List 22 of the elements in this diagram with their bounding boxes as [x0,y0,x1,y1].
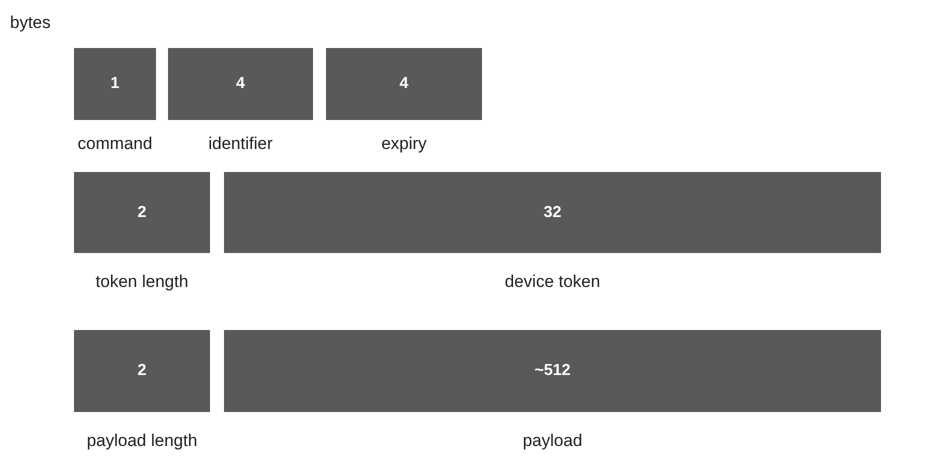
field-label: identifier [208,133,273,155]
unit-label: bytes [10,12,51,34]
byte-count: 4 [400,74,408,94]
byte-count: ~512 [534,361,571,381]
byte-count: 2 [138,202,146,222]
field-label: expiry [381,133,427,155]
field-box [74,172,210,253]
field-label: token length [96,271,188,293]
field-box [224,330,881,412]
field-label: payload [522,430,582,452]
field-box [74,48,156,120]
byte-count: 4 [236,74,245,94]
field-label: device token [504,271,600,293]
byte-count: 2 [138,361,146,381]
field-label: payload length [86,430,198,452]
byte-count: 32 [544,202,562,222]
field-box [224,172,881,253]
field-label: command [78,133,152,155]
field-box [326,48,482,120]
field-box [74,330,210,412]
field-box [168,48,313,120]
byte-count: 1 [110,74,120,94]
